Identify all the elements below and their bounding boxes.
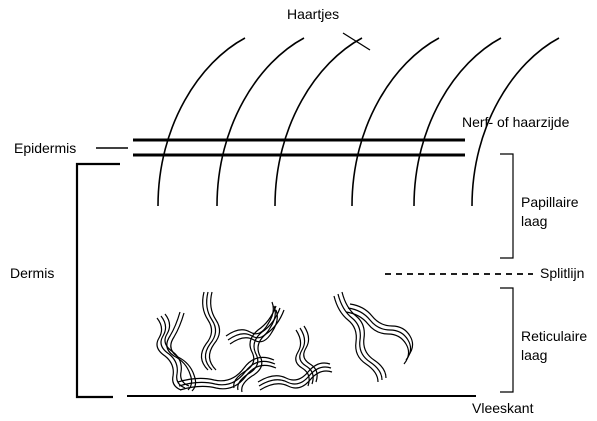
dermis-bracket [77,164,120,397]
label-nerf-haarzijde: Nerf- of haarzijde [462,114,569,131]
label-vleeskant: Vleeskant [472,400,533,417]
label-dermis: Dermis [10,265,54,282]
fiber-bundle-7 [258,363,332,390]
label-reticulaire-laag: Reticulaire laag [521,327,587,365]
label-haartjes: Haartjes [287,6,339,23]
papillaire-bracket [500,154,513,258]
label-reticulaire-line1: Reticulaire [521,327,587,346]
label-splitlijn: Splitlijn [540,265,584,282]
hair-4 [352,38,439,206]
hair-3 [275,38,362,206]
collagen-fibers [157,292,413,392]
label-papillaire-laag: Papillaire laag [521,193,579,231]
fiber-bundle-6 [234,306,284,392]
fiber-bundle-9 [334,292,386,382]
label-reticulaire-line2: laag [521,346,587,365]
label-papillaire-line2: laag [521,212,579,231]
fiber-bundle-4 [201,292,219,370]
fiber-bundle-8 [296,326,317,386]
reticulaire-bracket [500,288,513,392]
label-papillaire-line1: Papillaire [521,193,579,212]
label-epidermis: Epidermis [14,140,76,157]
hair-1 [158,38,245,206]
